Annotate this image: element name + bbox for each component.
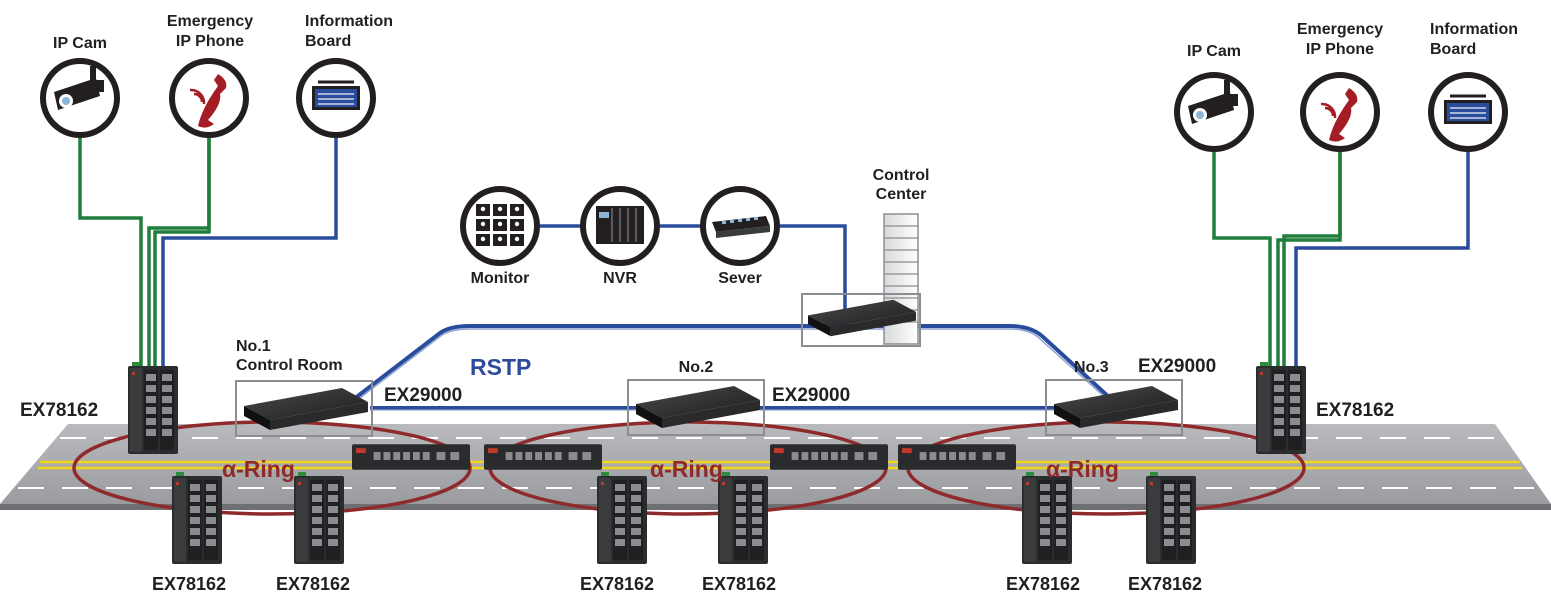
ring-flat-switch (484, 444, 602, 470)
left-site-switch (128, 362, 178, 454)
core-switch-3-model: EX29000 (1138, 356, 1217, 377)
ring-switch-label: EX78162 (702, 574, 777, 594)
left-emergency-phone-label-line1: Emergency (166, 13, 254, 30)
ring-switch-label: EX78162 (152, 574, 227, 594)
right-emergency-phone-icon-group (1300, 72, 1380, 152)
ring-switch-label: EX78162 (1128, 574, 1203, 594)
ethernet-cable (147, 138, 211, 368)
left-site-cables (78, 138, 338, 368)
control-center-label-line2: Center (875, 186, 927, 203)
rstp-upper-link-highlight (351, 328, 1109, 405)
core-switch-1-number: No.1 (236, 338, 271, 355)
core-switch-frame-1 (235, 380, 373, 437)
monitor-label: Monitor (470, 270, 530, 287)
server-label: Sever (718, 270, 762, 287)
ring-switch-label: EX78162 (276, 574, 351, 594)
alpha-ring-3-label: α-Ring (1046, 456, 1119, 482)
alpha-ring-1-label: α-Ring (222, 456, 295, 482)
left-info-board-label-line1: Information (305, 13, 393, 30)
ethernet-cable (153, 138, 211, 368)
alpha-ring-2-label: α-Ring (650, 456, 723, 482)
ring-rack-switch (718, 472, 768, 564)
fiber-cable (1294, 152, 1470, 366)
core-switch-1-location: Control Room (236, 357, 343, 374)
core-switch-frame-2 (627, 379, 765, 436)
ethernet-cable (1212, 152, 1272, 366)
monitor-icon-group (460, 186, 540, 266)
ring-rack-switch (172, 472, 222, 564)
core-switch-frame-3 (1045, 379, 1183, 436)
ring-rack-switch (294, 472, 344, 564)
server-icon-group (700, 186, 780, 266)
core-switch-1-model: EX29000 (384, 385, 463, 406)
fiber-cable (161, 138, 338, 368)
right-emergency-phone-label-line2: IP Phone (1305, 41, 1375, 58)
ethernet-cable (78, 138, 143, 368)
ethernet-cable (1276, 152, 1342, 366)
ring-flat-switch (770, 444, 888, 470)
right-site-cables (1212, 152, 1470, 366)
left-info-board-label-line2: Board (305, 33, 352, 50)
core-switch-3-number: No.3 (1074, 359, 1109, 376)
right-info-board-icon-group (1428, 72, 1508, 152)
emergency-phone-icon (169, 58, 249, 138)
right-info-board-label-line1: Information (1430, 21, 1518, 38)
right-ip-cam-label: IP Cam (1187, 43, 1241, 60)
emergency-phone-icon (1300, 72, 1380, 152)
control-center-switch-frame (801, 293, 921, 347)
ethernet-cable (1282, 152, 1342, 366)
ring-rack-switch (597, 472, 647, 564)
right-emergency-phone-label-line1: Emergency (1296, 21, 1384, 38)
left-site-switch-label: EX78162 (20, 400, 99, 421)
nvr-label: NVR (603, 270, 637, 287)
ring-switch-label: EX78162 (1006, 574, 1081, 594)
rstp-label: RSTP (470, 354, 532, 380)
core-switch-frames (235, 293, 1183, 437)
right-site-switch-label: EX78162 (1316, 400, 1395, 421)
ring-rack-switch (1022, 472, 1072, 564)
left-info-board-icon-group (296, 58, 376, 138)
right-site-switch (1256, 362, 1306, 454)
link-server-core (780, 224, 847, 310)
right-ip-cam-icon-group (1174, 72, 1254, 152)
ring-flat-switch (352, 444, 470, 470)
right-info-board-label-line2: Board (1430, 41, 1477, 58)
nvr-icon-group (580, 186, 660, 266)
ring-switch-label: EX78162 (580, 574, 655, 594)
left-ip-cam-label: IP Cam (53, 35, 107, 52)
rstp-upper-link (348, 324, 1112, 404)
control-center-label-line1: Control (872, 167, 930, 184)
rstp-backbone (348, 324, 1112, 411)
core-switch-2-model: EX29000 (772, 385, 851, 406)
left-emergency-phone-icon-group (169, 58, 249, 138)
ring-rack-switch (1146, 472, 1196, 564)
left-ip-cam-icon-group (40, 58, 120, 138)
core-switch-2-number: No.2 (678, 359, 714, 376)
left-emergency-phone-label-line2: IP Phone (175, 33, 245, 50)
ring-flat-switch (898, 444, 1016, 470)
